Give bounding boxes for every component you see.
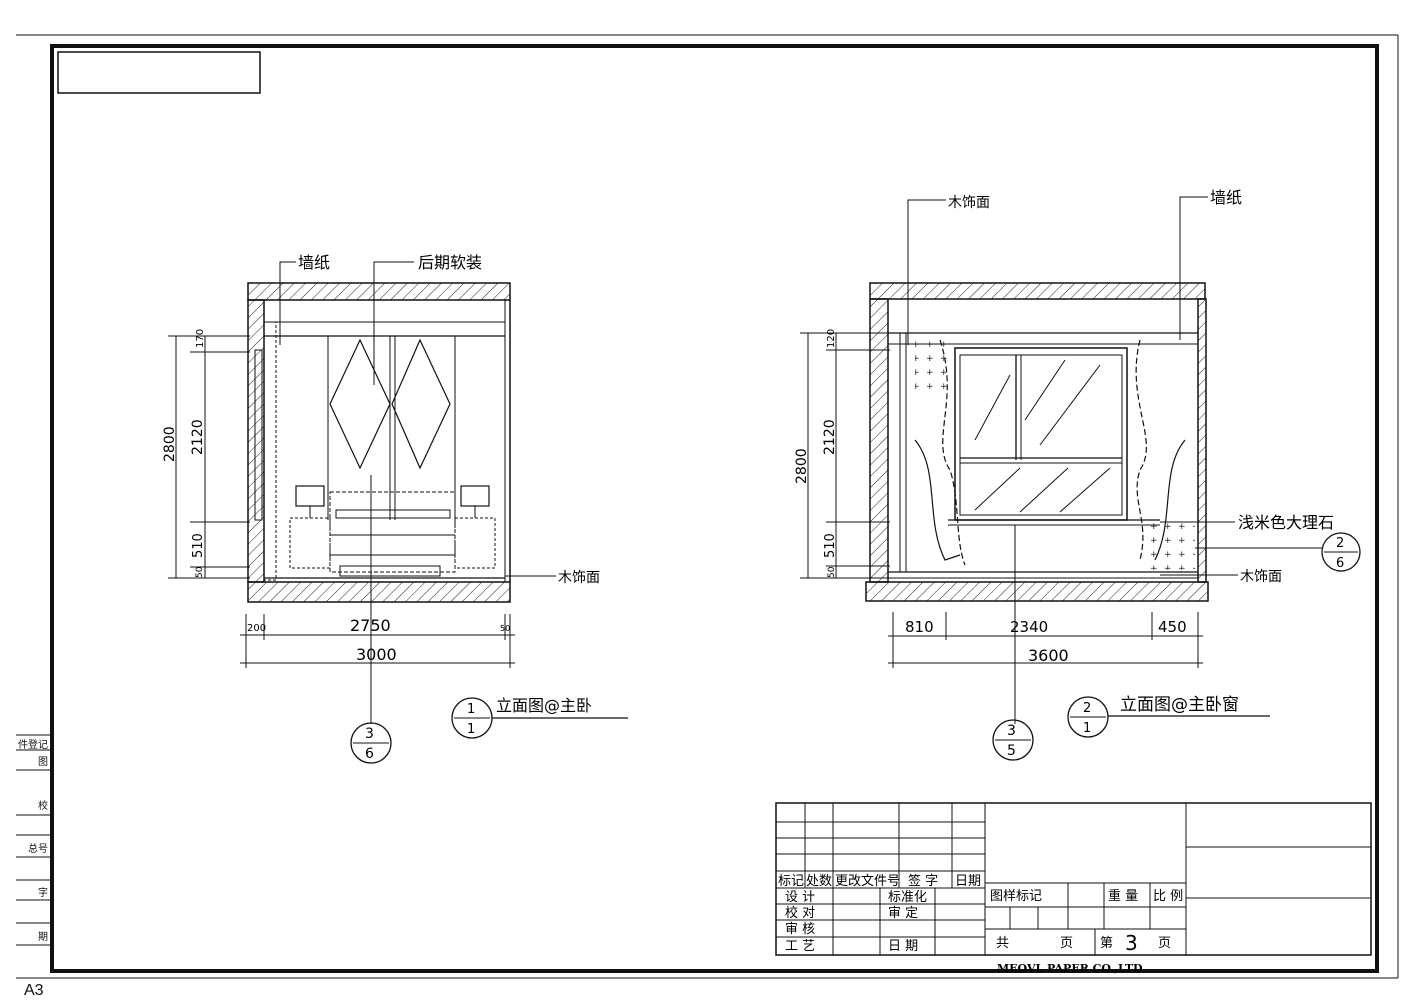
- ref-callout-bottom-2: 5: [1007, 743, 1016, 759]
- tb-signature: 签 字: [908, 873, 938, 889]
- tb-change-doc: 更改文件号: [835, 874, 900, 889]
- title-num-bottom-2: 1: [1083, 721, 1091, 736]
- ceiling-slab: [247, 282, 511, 301]
- tb-scale: 比 例: [1153, 889, 1183, 904]
- tb-count: 处数: [806, 874, 832, 889]
- dim-top-2: 120: [826, 329, 837, 348]
- lamp-left: [295, 485, 325, 507]
- tb-process: 工 艺: [785, 939, 815, 954]
- ref-callout-bottom-1: 6: [365, 746, 374, 762]
- curtain-left: [939, 339, 966, 566]
- elevation-title-1: 立面图@主卧: [496, 696, 592, 715]
- right-wall-2: [1197, 298, 1207, 583]
- elevation-1: [168, 261, 628, 764]
- dim-width-mid-2: 2340: [1010, 618, 1048, 636]
- bed-outline: [329, 491, 456, 573]
- sheet-size-label: A3: [24, 982, 44, 999]
- side-label-char: 字: [38, 888, 48, 899]
- label-wallpaper-1: 墙纸: [298, 253, 330, 272]
- label-wood-veneer-1: 木饰面: [558, 570, 600, 586]
- label-wood-veneer-2b: 木饰面: [1240, 569, 1282, 585]
- dim-width-right-1: 50: [500, 624, 510, 633]
- ceiling-slab-2: [869, 282, 1206, 300]
- side-label-registration: 件登记: [18, 740, 48, 751]
- title-num-bottom-1: 1: [467, 722, 475, 737]
- label-wood-veneer-2a: 木饰面: [948, 195, 990, 211]
- dim-width-mid-1: 2750: [350, 616, 391, 635]
- curtain-right: [1135, 339, 1147, 561]
- dim-top-1: 170: [195, 329, 206, 348]
- tb-sheet-number: 3: [1125, 931, 1138, 955]
- label-wallpaper-2: 墙纸: [1210, 188, 1242, 207]
- label-marble: 浅米色大理石: [1238, 513, 1334, 532]
- side-callout-bottom-2: 6: [1336, 556, 1344, 571]
- dim-width-total-2: 3600: [1028, 646, 1069, 665]
- elevation-2: [800, 196, 1361, 761]
- side-registration-table: [16, 734, 52, 946]
- lamp-right: [460, 485, 490, 507]
- tb-mark: 标记: [778, 874, 804, 889]
- dim-height-total-2: 2800: [794, 448, 810, 484]
- side-label-number: 总号: [28, 844, 48, 855]
- side-ref-circle-2: [1321, 532, 1361, 572]
- dim-height-total-1: 2800: [162, 426, 178, 462]
- dim-width-left-2: 810: [905, 618, 934, 636]
- side-label-period: 期: [38, 932, 48, 943]
- wall-panel-dashed: [263, 321, 277, 581]
- ref-callout-top-1: 3: [365, 726, 374, 742]
- left-wall-2: [869, 298, 889, 583]
- section-ref-circle-1: [350, 722, 392, 764]
- tb-page-1: 页: [1060, 936, 1073, 951]
- diamond-panel-right: [391, 338, 451, 470]
- dim-middle-1: 2120: [190, 419, 206, 455]
- title-num-top-2: 2: [1083, 701, 1091, 716]
- tb-date: 日期: [955, 874, 981, 889]
- label-soft-decor: 后期软装: [418, 253, 482, 272]
- tb-standard: 标准化: [888, 890, 927, 905]
- dim-width-right-2: 450: [1158, 618, 1187, 636]
- tb-check: 校 对: [785, 905, 815, 921]
- tb-drawing-mark: 图样标记: [990, 889, 1042, 904]
- tb-date-label: 日 期: [888, 939, 918, 954]
- tb-weight: 重 量: [1108, 888, 1138, 904]
- dim-bottom-b-1: 50: [195, 566, 205, 578]
- side-label-proof: 校: [38, 801, 48, 812]
- company-name: MEOVL PAPER CO.,LTD: [997, 962, 1143, 975]
- tb-page-2: 页: [1158, 936, 1171, 951]
- side-callout-top-2: 2: [1336, 536, 1344, 551]
- nightstand-right: [454, 517, 496, 569]
- floor-slab: [247, 581, 511, 603]
- tb-audit: 审 核: [785, 922, 815, 937]
- sheet-frame: [16, 34, 1399, 979]
- floor-slab-2: [865, 581, 1209, 602]
- dim-bottom-b-2: 50: [827, 566, 837, 578]
- ref-callout-top-2: 3: [1007, 723, 1016, 739]
- dim-middle-2: 2120: [822, 419, 838, 455]
- dim-bottom-a-2: 510: [823, 533, 838, 558]
- tb-sheet-of: 第: [1100, 936, 1113, 951]
- title-num-top-1: 1: [467, 702, 475, 717]
- title-ref-circle-2: [1067, 696, 1109, 738]
- window-frame: [954, 347, 1128, 521]
- diamond-panel-left: [329, 338, 391, 470]
- dim-width-total-1: 3000: [356, 645, 397, 664]
- dim-width-left-1: 200: [247, 623, 266, 634]
- tb-total: 共: [996, 936, 1009, 951]
- title-block: [775, 802, 1372, 956]
- tb-review: 审 定: [888, 906, 918, 921]
- tb-design: 设 计: [785, 890, 815, 905]
- section-ref-circle-2: [992, 719, 1034, 761]
- side-label-drawing: 图: [38, 757, 48, 768]
- nightstand-left: [289, 517, 331, 569]
- dim-bottom-a-1: 510: [191, 533, 206, 558]
- elevation-title-2: 立面图@主卧窗: [1120, 695, 1239, 715]
